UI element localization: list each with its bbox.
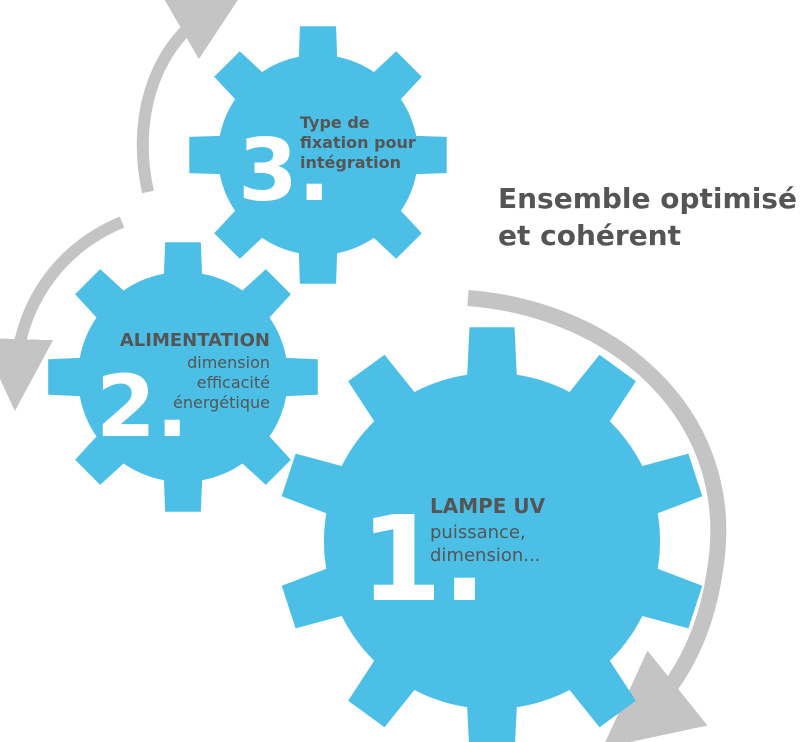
gear-2-label: 2. ALIMENTATION dimension efficacité éne… <box>96 330 270 457</box>
gear-1-title: LAMPE UV <box>430 494 546 518</box>
gear-2-detail-1: dimension <box>187 353 270 372</box>
cycle-arrows <box>0 0 727 742</box>
headline: Ensemble optimisé et cohérent <box>498 182 797 252</box>
headline-line-2: et cohérent <box>498 219 681 252</box>
gear-3-shape <box>189 26 447 284</box>
gear-3-label: 3. Type de fixation pour intégration <box>238 113 416 221</box>
gear-3-line-1: Type de <box>300 113 370 132</box>
gear-2-number: 2. <box>96 357 189 457</box>
gear-3-number: 3. <box>238 121 331 221</box>
gear-1-detail-2: dimension... <box>430 545 540 566</box>
arrow-gear2-to-gear3 <box>136 0 244 194</box>
gear-1-shape <box>281 327 703 742</box>
gear-2-shape <box>48 242 318 512</box>
arrow-gear3-to-gear2 <box>0 216 125 411</box>
headline-line-1: Ensemble optimisé <box>498 182 797 215</box>
arrow-gear1-to-gear3 <box>467 290 727 742</box>
gear-1-number: 1. <box>360 490 487 628</box>
gear-2-detail-2: efficacité <box>197 373 270 392</box>
gear-1-label: 1. LAMPE UV puissance, dimension... <box>360 490 546 628</box>
gear-3-line-2: fixation pour <box>300 133 416 152</box>
gear-2-title: ALIMENTATION <box>120 330 270 351</box>
gear-1-detail-1: puissance, <box>430 522 526 543</box>
gear-2-detail-3: énergétique <box>173 393 270 412</box>
gear-3-line-3: intégration <box>300 153 401 172</box>
